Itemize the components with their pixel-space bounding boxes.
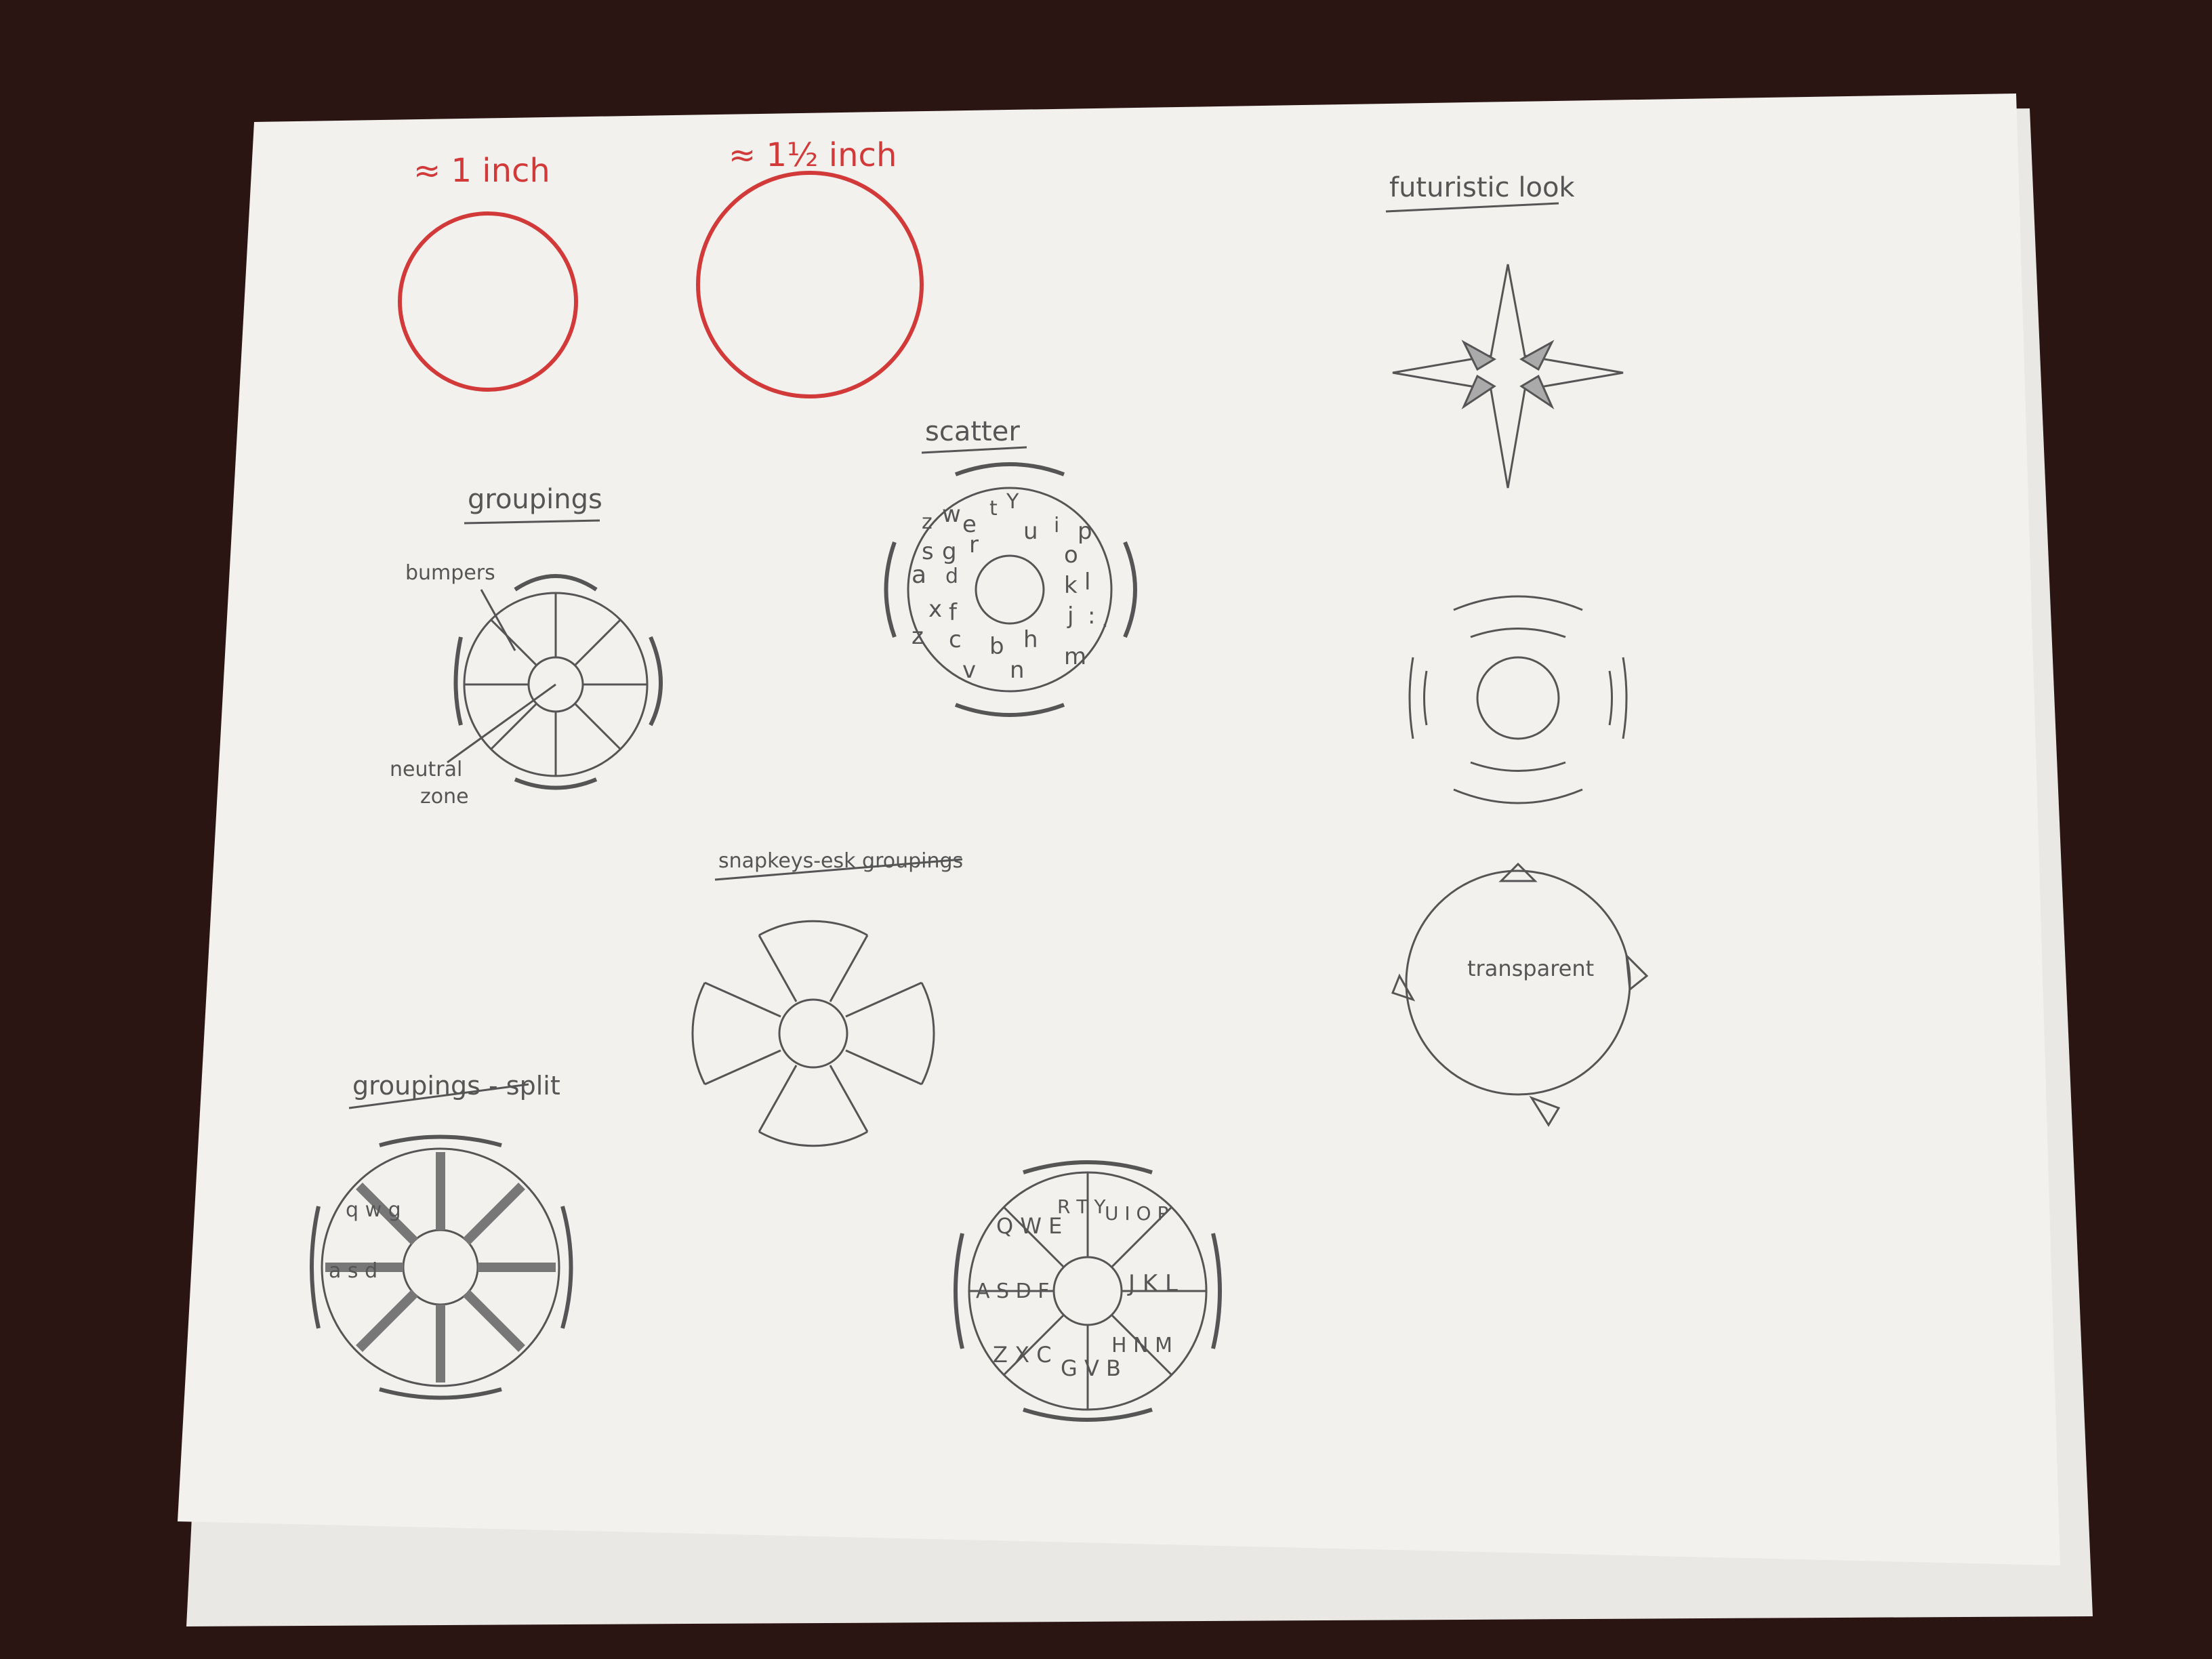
split-heading: groupings - split: [352, 1071, 560, 1101]
futuristic-heading: futuristic look: [1389, 172, 1575, 203]
size-label-1-5inch: ≈ 1½ inch: [729, 136, 897, 174]
svg-text:l: l: [1084, 569, 1090, 596]
svg-text:t: t: [989, 497, 998, 520]
svg-text:U I O P: U I O P: [1105, 1202, 1168, 1225]
svg-text:Z X C: Z X C: [993, 1342, 1052, 1368]
scatter-sketch: scatter z w e t Y u i p s g r o a d k l …: [884, 416, 1137, 717]
svg-text:J K L: J K L: [1127, 1270, 1178, 1297]
groupings-sketch: groupings bumpers neutral zone: [390, 484, 663, 808]
svg-text:w: w: [942, 501, 961, 528]
transparent-label: transparent: [1467, 956, 1594, 981]
svg-text:G V B: G V B: [1061, 1355, 1121, 1381]
svg-text:R T Y: R T Y: [1057, 1195, 1106, 1218]
svg-text:s: s: [922, 538, 934, 565]
split-letters-asd: a s d: [329, 1259, 377, 1283]
groupings-heading: groupings: [468, 484, 602, 515]
keyboard-segment-labels: Q W E R T Y U I O P J K L H N M G V B Z …: [976, 1195, 1178, 1381]
star-icon: [1392, 264, 1624, 489]
paper-sheet: [178, 94, 2060, 1565]
svg-text:Y: Y: [1006, 490, 1019, 514]
svg-text:j: j: [1067, 602, 1073, 630]
split-letters-qwg: q w g: [346, 1198, 401, 1222]
svg-text:Q W E: Q W E: [996, 1213, 1062, 1239]
svg-text:k: k: [1064, 572, 1078, 599]
size-label-1inch: ≈ 1 inch: [413, 152, 550, 190]
svg-text:f: f: [949, 599, 958, 626]
svg-text:b: b: [989, 633, 1004, 660]
svg-text::: :: [1088, 602, 1095, 630]
svg-text:a: a: [912, 561, 926, 589]
svg-text:m: m: [1064, 643, 1086, 670]
svg-text:g: g: [942, 538, 957, 565]
svg-text:.: .: [1101, 606, 1109, 633]
svg-text:r: r: [969, 531, 979, 558]
svg-text:o: o: [1064, 541, 1078, 569]
size-reference-1-5inch: ≈ 1½ inch: [696, 136, 924, 398]
keyboard-wheel-sketch: Q W E R T Y U I O P J K L H N M G V B Z …: [954, 1160, 1222, 1422]
scatter-letters: z w e t Y u i p s g r o a d k l x f j : …: [912, 490, 1109, 684]
circle-1inch: [398, 211, 578, 392]
svg-text:v: v: [962, 657, 976, 684]
svg-text:z: z: [922, 510, 933, 534]
circle-1-5inch: [696, 171, 924, 398]
svg-text:A S D F: A S D F: [976, 1279, 1050, 1303]
futuristic-sketches: futuristic look transparent: [1385, 172, 1649, 1127]
svg-text:n: n: [1010, 657, 1025, 684]
svg-text:u: u: [1023, 518, 1038, 545]
svg-text:h: h: [1023, 626, 1038, 653]
size-reference-1inch: ≈ 1 inch: [398, 152, 578, 392]
svg-text:H N M: H N M: [1111, 1334, 1172, 1357]
zone-label: zone: [420, 785, 469, 808]
svg-text:c: c: [949, 626, 962, 653]
svg-text:d: d: [945, 565, 958, 588]
snapkeys-sketch: snapkeys-esk groupings: [691, 849, 963, 1147]
ring-icon: [1408, 595, 1628, 804]
circle-icon: transparent: [1391, 862, 1649, 1127]
svg-text:p: p: [1078, 518, 1092, 545]
scatter-heading: scatter: [925, 416, 1020, 447]
svg-text:z: z: [912, 623, 924, 650]
neutral-label: neutral: [390, 758, 462, 781]
svg-text:x: x: [928, 596, 942, 623]
bumpers-label: bumpers: [405, 561, 495, 585]
split-sketch: groupings - split q w g a s d: [310, 1071, 573, 1400]
svg-text:i: i: [1054, 514, 1059, 537]
svg-text:e: e: [962, 511, 977, 538]
